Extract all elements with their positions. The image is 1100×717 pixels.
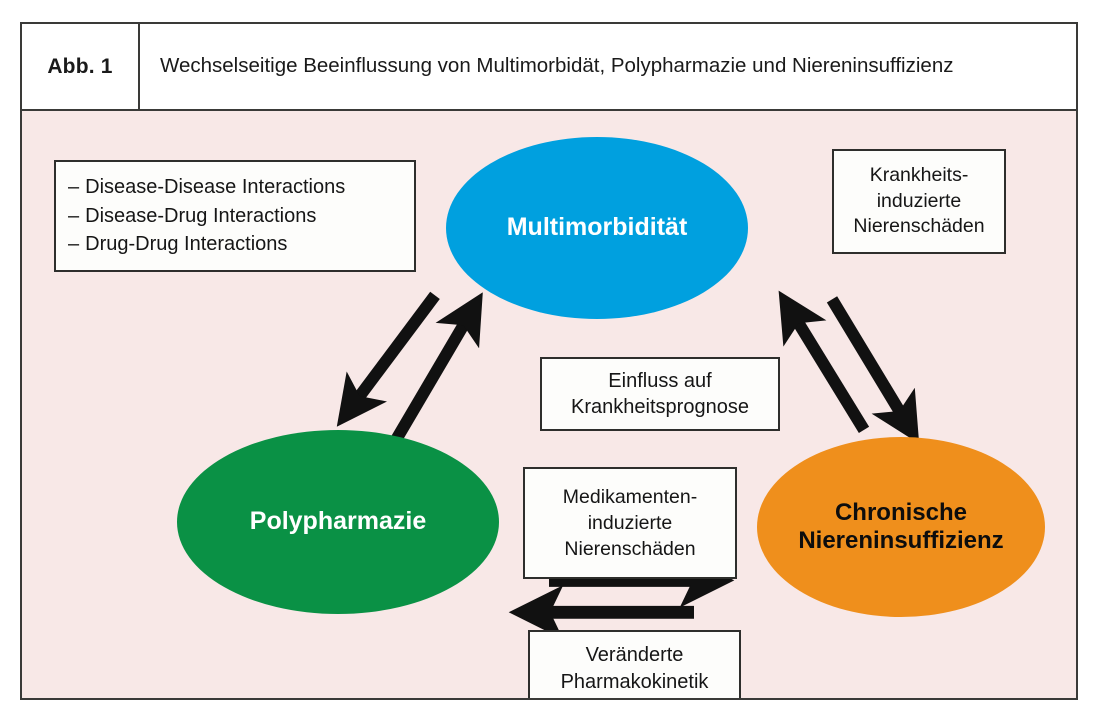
list-item-label: Disease-Drug Interactions	[85, 204, 317, 227]
callout-drug-induced-kidney-damage: Medikamenten- induzierte Nierenschäden	[523, 467, 737, 579]
callout-altered-pharmacokinetics: Veränderte Pharmakokinetik	[528, 630, 741, 698]
callout-line: Einfluss auf	[608, 369, 712, 392]
arrow-kidney-to-multimorbidity	[778, 290, 870, 434]
figure-number-cell: Abb. 1	[22, 24, 140, 109]
arrow-multimorbidity-to-kidney	[826, 296, 920, 444]
list-item-label: Disease-Disease Interactions	[85, 176, 346, 199]
arrow-polypharmacy-to-multimorbidity	[390, 292, 483, 443]
node-chronic-kidney-insufficiency[interactable]: Chronische Niereninsuffizienz	[757, 437, 1045, 617]
callout-line: Nierenschäden	[853, 215, 985, 238]
figure-title: Wechselseitige Beeinflussung von Multimo…	[160, 54, 954, 78]
list-bullet: –	[68, 176, 80, 199]
diagram-canvas: Multimorbidität Polypharmazie Chronische…	[22, 111, 1076, 698]
node-polypharmacy-label: Polypharmazie	[249, 507, 427, 536]
list-item-label: Drug-Drug Interactions	[85, 233, 288, 256]
node-kidney-label: Chronische Niereninsuffizienz	[798, 499, 1003, 556]
figure-title-cell: Wechselseitige Beeinflussung von Multimo…	[140, 24, 1076, 109]
callout-line: Krankheitsprognose	[571, 396, 749, 418]
callout-line: induzierte	[876, 189, 962, 212]
arrow-multimorbidity-to-polypharmacy	[336, 291, 440, 427]
callout-line: Veränderte	[585, 644, 684, 667]
figure-header: Abb. 1 Wechselseitige Beeinflussung von …	[22, 24, 1076, 111]
node-kidney-line2: Niereninsuffizienz	[798, 527, 1004, 554]
callout-line: Medikamenten-	[562, 485, 698, 508]
callout-line: Pharmakokinetik	[560, 670, 709, 693]
figure-container: Abb. 1 Wechselseitige Beeinflussung von …	[20, 22, 1078, 700]
callout-line: Krankheits-	[869, 163, 969, 186]
figure-number: Abb. 1	[47, 54, 113, 78]
node-multimorbidity-label: Multimorbidität	[506, 213, 688, 242]
list-item: –Drug-Drug Interactions	[68, 230, 287, 258]
node-kidney-line1: Chronische	[834, 498, 967, 526]
node-polypharmacy[interactable]: Polypharmazie	[177, 430, 499, 614]
callout-line: induzierte	[587, 511, 673, 534]
callout-line: Nierenschäden	[564, 538, 696, 561]
callout-interactions: –Disease-Disease Interactions –Disease-D…	[54, 160, 416, 272]
list-bullet: –	[68, 204, 80, 227]
list-bullet: –	[68, 233, 80, 256]
list-item: –Disease-Drug Interactions	[68, 202, 316, 230]
callout-disease-induced-kidney-damage: Krankheits- induzierte Nierenschäden	[832, 149, 1006, 254]
list-item: –Disease-Disease Interactions	[68, 173, 345, 201]
callout-disease-prognosis: Einfluss auf Krankheitsprognose	[540, 357, 780, 431]
node-multimorbidity[interactable]: Multimorbidität	[446, 137, 748, 319]
